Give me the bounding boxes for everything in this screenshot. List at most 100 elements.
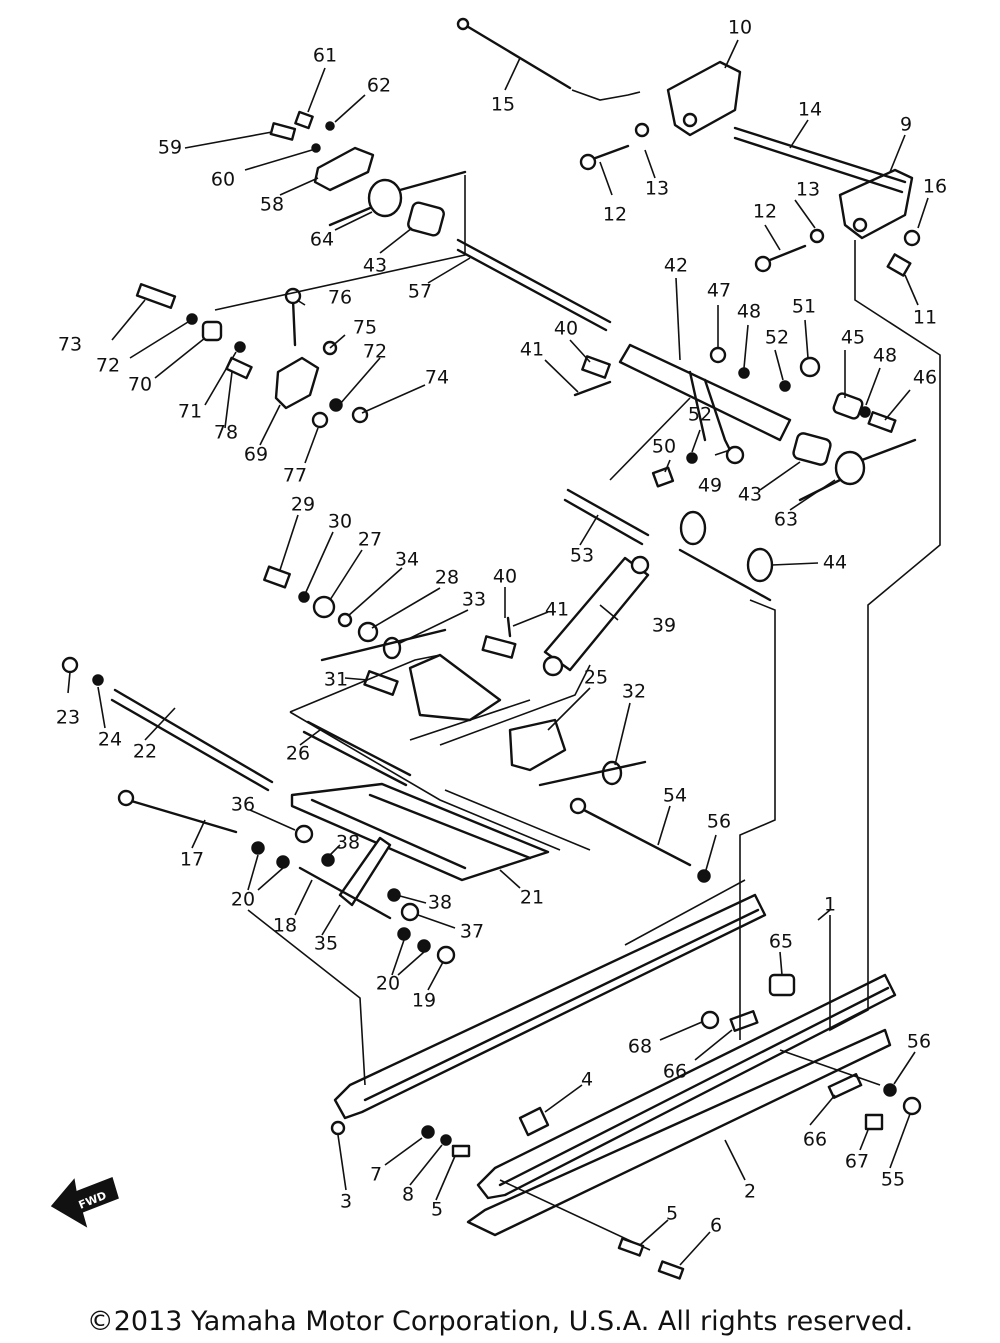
callout-55: 55 xyxy=(881,1169,905,1191)
callout-10: 10 xyxy=(728,17,752,39)
rod-15 xyxy=(463,23,572,90)
callout-40a: 40 xyxy=(554,318,578,340)
bracket-9 xyxy=(838,168,914,240)
callout-57: 57 xyxy=(408,281,432,303)
callout-65: 65 xyxy=(769,931,793,953)
callout-31: 31 xyxy=(324,669,348,691)
callout-46: 46 xyxy=(913,367,937,389)
callout-41a: 41 xyxy=(520,339,544,361)
callout-48a: 48 xyxy=(737,301,761,323)
callout-18: 18 xyxy=(273,915,297,937)
arm-25 xyxy=(508,718,567,772)
callout-73: 73 xyxy=(58,334,82,356)
callout-43b: 43 xyxy=(738,484,762,506)
callout-75: 75 xyxy=(353,317,377,339)
callout-62: 62 xyxy=(367,75,391,97)
callout-41b: 41 xyxy=(545,599,569,621)
callout-66b: 66 xyxy=(803,1129,827,1151)
callout-52b: 52 xyxy=(688,404,712,426)
callout-numbers: 1 2 3 4 5 5 6 7 8 9 10 11 12 12 13 13 14… xyxy=(56,17,947,1237)
copyright-notice: ©2013 Yamaha Motor Corporation, U.S.A. A… xyxy=(86,1306,914,1337)
assembly-lines xyxy=(214,89,941,1251)
spring-44a xyxy=(679,510,707,546)
callout-76: 76 xyxy=(328,287,352,309)
callout-4: 4 xyxy=(581,1069,593,1091)
callout-36: 36 xyxy=(231,794,255,816)
callout-20a: 20 xyxy=(231,889,255,911)
callout-32: 32 xyxy=(622,681,646,703)
slide-runner-2 xyxy=(466,1028,892,1237)
callout-28: 28 xyxy=(435,567,459,589)
callout-22: 22 xyxy=(133,741,157,763)
callout-19: 19 xyxy=(412,990,436,1012)
callout-7: 7 xyxy=(370,1164,382,1186)
callout-78: 78 xyxy=(214,422,238,444)
callout-5a: 5 xyxy=(431,1199,443,1221)
callout-72a: 72 xyxy=(96,355,120,377)
callout-43a: 43 xyxy=(363,255,387,277)
callout-40b: 40 xyxy=(493,566,517,588)
callout-12a: 12 xyxy=(603,204,627,226)
callout-15: 15 xyxy=(491,94,515,116)
callout-44: 44 xyxy=(823,552,847,574)
callout-26: 26 xyxy=(286,743,310,765)
shaft-42 xyxy=(618,343,792,442)
callout-45: 45 xyxy=(841,327,865,349)
spring-64 xyxy=(367,178,403,218)
callout-leaders xyxy=(67,39,929,1266)
callout-64: 64 xyxy=(310,229,334,251)
frame-21 xyxy=(290,782,550,882)
callout-56b: 56 xyxy=(907,1031,931,1053)
callout-2: 2 xyxy=(744,1181,756,1203)
callout-74: 74 xyxy=(425,367,449,389)
callout-48b: 48 xyxy=(873,345,897,367)
callout-11: 11 xyxy=(913,307,937,329)
block-69 xyxy=(274,356,320,410)
callout-38a: 38 xyxy=(336,832,360,854)
callout-51: 51 xyxy=(792,296,816,318)
callout-58: 58 xyxy=(260,194,284,216)
callout-71: 71 xyxy=(178,401,202,423)
callout-42: 42 xyxy=(664,255,688,277)
callout-8: 8 xyxy=(402,1184,414,1206)
callout-1: 1 xyxy=(824,894,836,916)
callout-13b: 13 xyxy=(796,179,820,201)
callout-5b: 5 xyxy=(666,1203,678,1225)
callout-3: 3 xyxy=(340,1191,352,1213)
callout-77: 77 xyxy=(283,465,307,487)
callout-16: 16 xyxy=(923,176,947,198)
callout-35: 35 xyxy=(314,933,338,955)
block-65 xyxy=(768,973,796,997)
callout-63: 63 xyxy=(774,509,798,531)
callout-6: 6 xyxy=(710,1215,722,1237)
part-drawings xyxy=(61,17,922,1280)
callout-52a: 52 xyxy=(765,327,789,349)
callout-50: 50 xyxy=(652,436,676,458)
bracket-10 xyxy=(666,60,742,137)
bracket-mid xyxy=(408,653,502,722)
callout-70: 70 xyxy=(128,374,152,396)
callout-30: 30 xyxy=(328,511,352,533)
arm-35 xyxy=(338,836,392,907)
callout-34: 34 xyxy=(395,549,419,571)
callout-72b: 72 xyxy=(363,341,387,363)
callout-49: 49 xyxy=(698,475,722,497)
callout-53: 53 xyxy=(570,545,594,567)
callout-24: 24 xyxy=(98,729,122,751)
callout-54: 54 xyxy=(663,785,687,807)
callout-69: 69 xyxy=(244,444,268,466)
plate-58 xyxy=(313,146,375,192)
callout-47: 47 xyxy=(707,280,731,302)
callout-59: 59 xyxy=(158,137,182,159)
callout-33: 33 xyxy=(462,589,486,611)
callout-67: 67 xyxy=(845,1151,869,1173)
callout-14: 14 xyxy=(798,99,822,121)
callout-17: 17 xyxy=(180,849,204,871)
fwd-arrow: FWD xyxy=(50,1177,119,1228)
callout-13a: 13 xyxy=(645,178,669,200)
callout-9: 9 xyxy=(900,114,912,136)
callout-60: 60 xyxy=(211,169,235,191)
callout-23: 23 xyxy=(56,707,80,729)
callout-66a: 66 xyxy=(663,1061,687,1083)
